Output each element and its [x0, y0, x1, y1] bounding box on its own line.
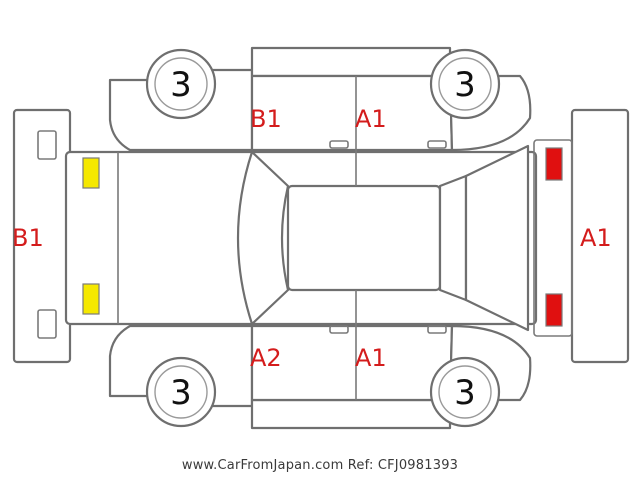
rear-lamps — [82, 157, 100, 315]
wheel-rear-left: 3 — [145, 48, 217, 120]
wheel-front-right: 3 — [429, 356, 501, 428]
damage-label-rear-bumper: B1 — [12, 224, 44, 252]
rear-lamp-bottom — [82, 283, 100, 315]
wheel-front-left: 3 — [429, 48, 501, 120]
wheel-label: 3 — [170, 373, 192, 413]
rear-lamp-top — [82, 157, 100, 189]
damage-label-bottom-rear-door: A2 — [250, 344, 282, 372]
damage-label-top-front-door: A1 — [355, 105, 387, 133]
damage-label-top-rear-door: B1 — [250, 105, 282, 133]
front-lamp-bottom — [545, 293, 563, 327]
front-lamps — [545, 147, 563, 327]
car-top-view — [64, 139, 573, 337]
footer-credit: www.CarFromJapan.com Ref: CFJ0981393 — [181, 458, 459, 473]
wheel-label: 3 — [170, 65, 192, 105]
wheel-label: 3 — [454, 373, 476, 413]
damage-label-front-bumper: A1 — [580, 224, 612, 252]
car-side-top — [108, 46, 532, 186]
damage-label-bottom-front-door: A1 — [355, 344, 387, 372]
wheel-label: 3 — [454, 65, 476, 105]
wheel-rear-right: 3 — [145, 356, 217, 428]
front-lamp-top — [545, 147, 563, 181]
